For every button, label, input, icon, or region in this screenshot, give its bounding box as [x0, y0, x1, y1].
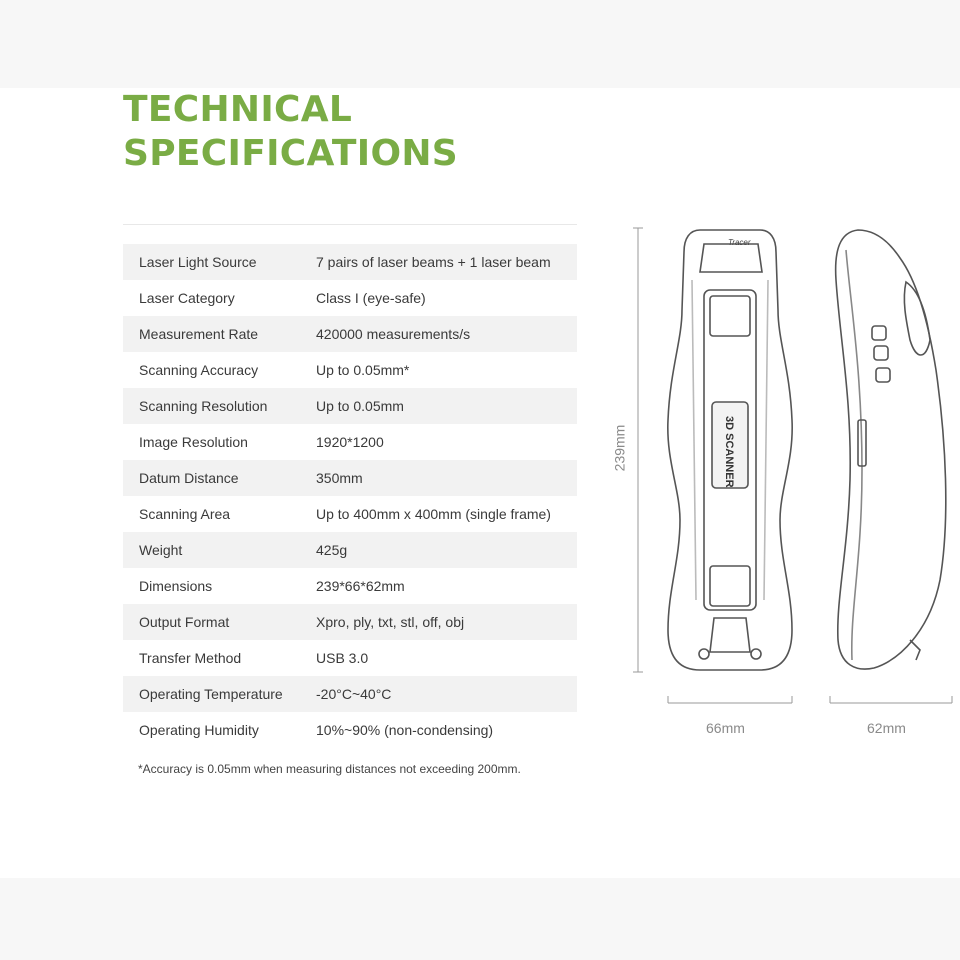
spec-label: Measurement Rate	[123, 316, 316, 352]
height-dimension-label: 239mm	[611, 424, 628, 472]
title-line-1: TECHNICAL	[123, 89, 353, 130]
spec-row: Dimensions 239*66*62mm	[123, 568, 577, 604]
device-label: 3D SCANNER	[723, 416, 735, 488]
brand-logo: Tracer	[728, 238, 751, 247]
page-title: TECHNICAL SPECIFICATIONS	[123, 88, 458, 176]
spec-row: Scanning Accuracy Up to 0.05mm*	[123, 352, 577, 388]
scanner-side-view	[834, 229, 947, 670]
scanner-front-view	[667, 229, 793, 671]
spec-value: Up to 0.05mm	[316, 388, 577, 424]
spec-label: Image Resolution	[139, 434, 248, 450]
accuracy-footnote: *Accuracy is 0.05mm when measuring dista…	[138, 762, 521, 776]
spec-label: Scanning Area	[139, 506, 231, 522]
spec-value: 239*66*62mm	[316, 578, 405, 594]
spec-value: Class I (eye-safe)	[316, 290, 426, 306]
spec-label: Operating Humidity	[139, 722, 259, 738]
spec-row: Operating Temperature-20°C~40°C	[123, 676, 577, 712]
spec-value: -20°C~40°C	[316, 676, 577, 712]
spec-row: Scanning Area Up to 400mm x 400mm (single…	[123, 496, 577, 532]
spec-label: Transfer Method	[139, 650, 242, 666]
device-drawing: Tracer 3D SCANNER	[633, 227, 953, 704]
spec-value: 420000 measurements/s	[316, 316, 577, 352]
spec-label: Dimensions	[139, 578, 213, 594]
title-divider	[123, 224, 577, 225]
spec-value: 10%~90% (non-condensing)	[316, 722, 494, 738]
spec-label: Output Format	[123, 604, 316, 640]
spec-label: Datum Distance	[123, 460, 316, 496]
spec-row: Transfer Method USB 3.0	[123, 640, 577, 676]
spec-value: USB 3.0	[316, 650, 369, 666]
spec-row: Operating Humidity 10%~90% (non-condensin…	[123, 712, 577, 748]
spec-label: Weight	[123, 532, 316, 568]
title-line-2: SPECIFICATIONS	[123, 133, 459, 174]
spec-value: 425g	[316, 532, 577, 568]
spec-value: 350mm	[316, 460, 577, 496]
spec-label: Laser Category	[139, 290, 235, 306]
spec-value: Xpro, ply, txt, stl, off, obj	[316, 604, 577, 640]
spec-label: Laser Light Source	[123, 244, 316, 280]
spec-label: Operating Temperature	[123, 676, 316, 712]
spec-row: Laser Category Class I (eye-safe)	[123, 280, 577, 316]
spec-value: 7 pairs of laser beams + 1 laser beam	[316, 244, 577, 280]
spec-value: Up to 400mm x 400mm (single frame)	[316, 506, 551, 522]
spec-value: 1920*1200	[316, 434, 384, 450]
spec-label: Scanning Resolution	[123, 388, 316, 424]
spec-label: Scanning Accuracy	[139, 362, 259, 378]
width-dimension-label: 66mm	[706, 720, 745, 736]
spec-value: Up to 0.05mm*	[316, 362, 410, 378]
depth-dimension-label: 62mm	[867, 720, 906, 736]
spec-row: Image Resolution 1920*1200	[123, 424, 577, 460]
